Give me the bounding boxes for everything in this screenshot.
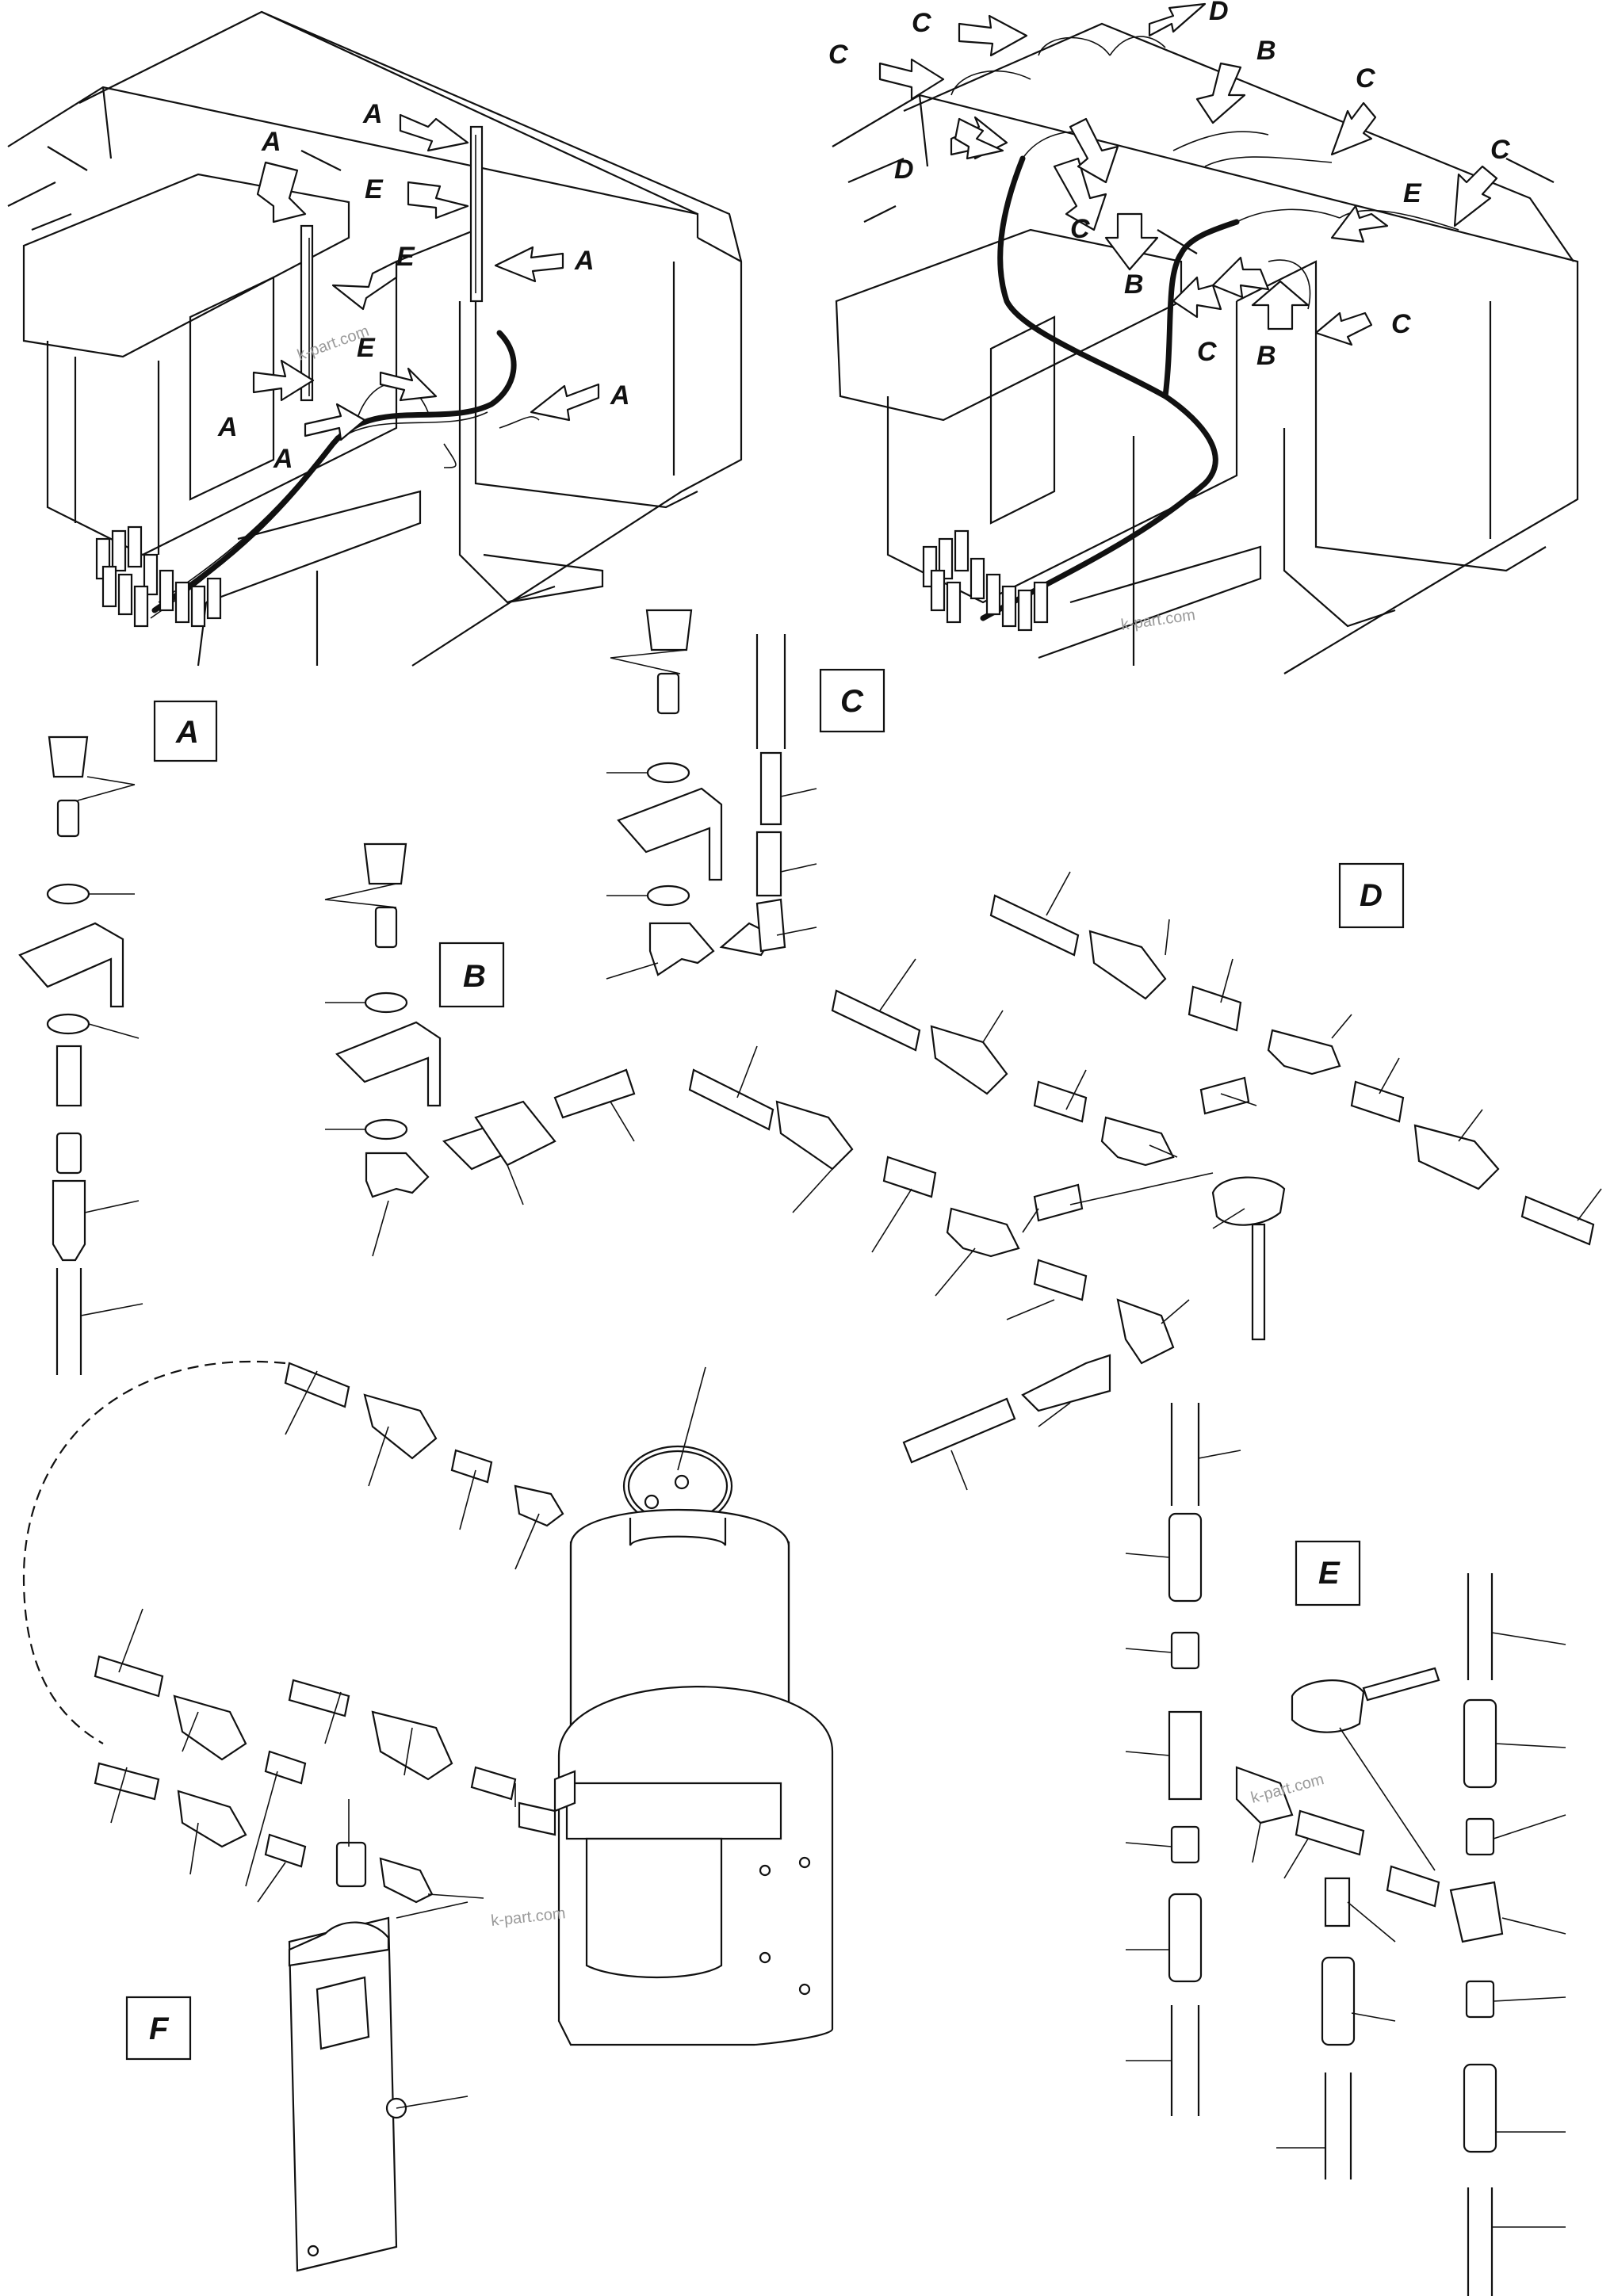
- callout-arrow: [878, 58, 945, 101]
- callout-label: B: [1124, 269, 1144, 300]
- callout-label: C: [1391, 309, 1411, 339]
- detail-box-label: C: [840, 684, 864, 719]
- callout-arrow: [958, 14, 1028, 57]
- callout-label: E: [396, 242, 415, 272]
- callout-arrow: [1453, 165, 1498, 227]
- callout-arrow: [252, 359, 315, 402]
- detail-d: D: [688, 862, 1602, 1491]
- callout-label: C: [1070, 214, 1090, 244]
- callout-arrow: [1330, 204, 1389, 243]
- callout-label: A: [610, 380, 630, 411]
- callout-label: E: [365, 174, 384, 204]
- callout-arrow: [1211, 256, 1270, 299]
- callout-arrow: [1148, 2, 1207, 37]
- callout-arrow: [530, 383, 600, 422]
- detail-box-c: [819, 668, 885, 733]
- detail-box-label: E: [1318, 1556, 1341, 1591]
- callout-label: D: [1209, 0, 1229, 26]
- detail-b: B: [324, 842, 636, 1257]
- callout-arrow: [1069, 117, 1119, 184]
- callout-label: A: [217, 412, 238, 442]
- callout-arrow: [407, 181, 469, 220]
- callout-arrow: [1104, 212, 1159, 271]
- watermark: k-part.com: [490, 1904, 566, 1930]
- callout-label: C: [1197, 337, 1217, 367]
- callout-label: D: [894, 155, 914, 185]
- callout-arrow: [494, 246, 564, 283]
- callout-arrow: [1251, 280, 1310, 330]
- callout-arrow: [954, 117, 1004, 160]
- callout-arrow: [331, 260, 398, 311]
- callout-arrow: [1172, 276, 1222, 319]
- callout-label: C: [828, 40, 848, 70]
- callout-label: A: [574, 246, 595, 276]
- callout-label: C: [912, 8, 931, 38]
- detail-f: F: [22, 1360, 834, 2272]
- detail-e: E: [1125, 1403, 1566, 2296]
- callout-label: E: [357, 333, 376, 363]
- detail-box-d: [1338, 862, 1405, 929]
- callout-arrow: [1195, 62, 1246, 124]
- callout-label: A: [261, 127, 281, 157]
- watermark: k-part.com: [1120, 606, 1197, 634]
- callout-label: B: [1256, 341, 1276, 371]
- detail-c: C: [606, 609, 885, 980]
- callout-label: C: [1490, 135, 1510, 165]
- detail-box-label: A: [175, 715, 199, 750]
- overview-right: C C C C C C C C C D D B B B B E k-part.c…: [828, 0, 1579, 674]
- grease-nipple-bank: [922, 529, 1049, 632]
- callout-arrow: [399, 113, 469, 152]
- detail-box-label: B: [463, 959, 486, 994]
- callout-arrow: [1314, 311, 1373, 346]
- callout-label: C: [1356, 63, 1375, 94]
- callout-label: A: [362, 99, 383, 129]
- callout-label: B: [1256, 36, 1276, 66]
- overview-left: A A A A A A A A E E E k-part.com: [7, 10, 743, 667]
- callout-arrow: [379, 367, 438, 402]
- detail-box-label: F: [149, 2011, 170, 2046]
- detail-box-f: [125, 1996, 192, 2061]
- detail-box-b: [438, 942, 505, 1008]
- grease-nipple-bank: [95, 525, 222, 628]
- detail-box-label: D: [1360, 878, 1383, 913]
- detail-box-e: [1295, 1540, 1361, 1606]
- detail-a: A: [18, 700, 218, 1375]
- callout-arrow: [1330, 101, 1377, 156]
- callout-label: E: [1403, 178, 1422, 208]
- callout-label: A: [273, 444, 293, 474]
- detail-box-a: [153, 700, 218, 762]
- callout-arrow: [256, 161, 307, 223]
- callout-arrow: [304, 403, 366, 441]
